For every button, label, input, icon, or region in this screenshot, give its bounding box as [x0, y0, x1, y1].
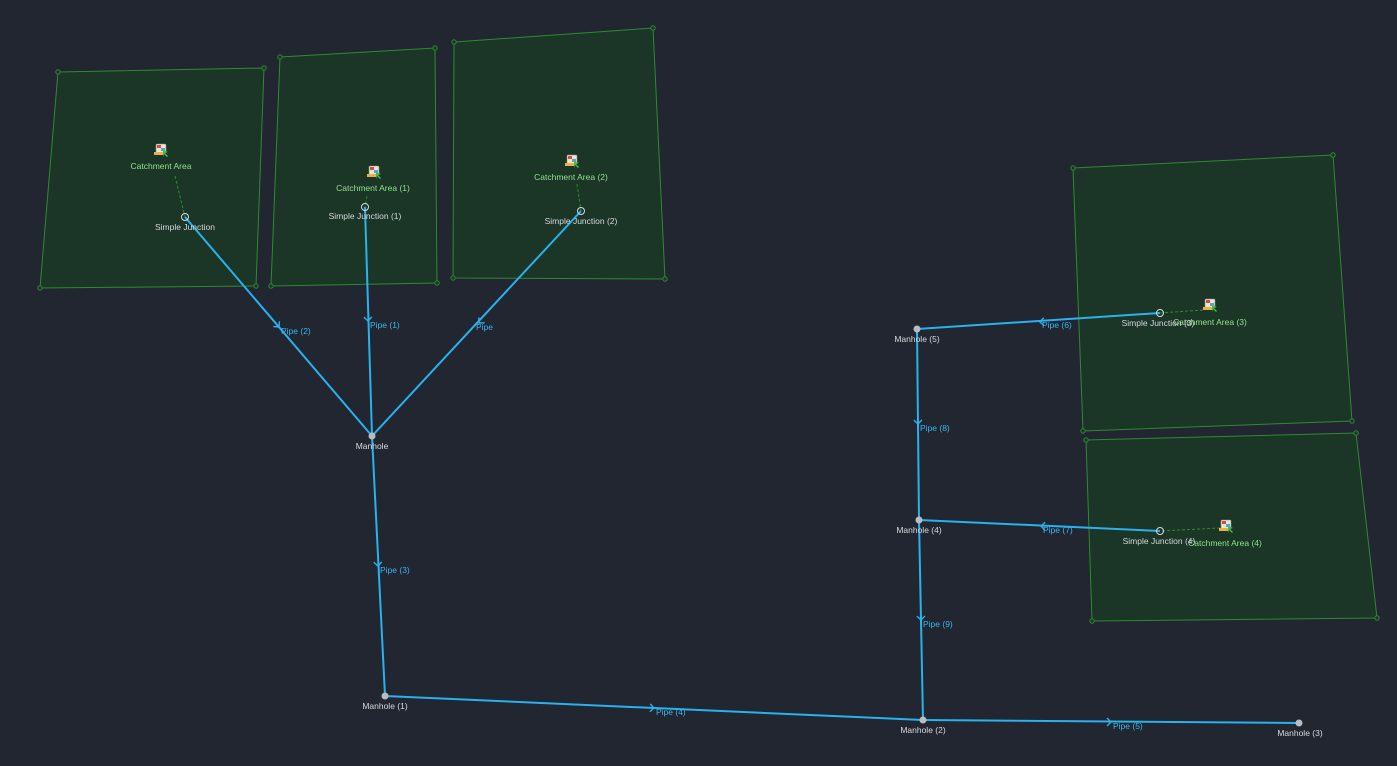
junction-node[interactable] [181, 213, 189, 221]
catchment-label: Catchment Area [131, 161, 192, 171]
vertex-handle[interactable] [1070, 165, 1076, 171]
pipe-labels: Pipe Pipe (1) Pipe (2) Pipe (3) Pipe (4)… [281, 320, 1143, 731]
vertex-handle[interactable] [432, 45, 438, 51]
catchment-label: Catchment Area (2) [534, 172, 608, 182]
manhole-node[interactable] [1295, 719, 1303, 727]
catchment-link [1159, 527, 1221, 532]
pipe-line[interactable] [364, 206, 373, 437]
catchment-label: Catchment Area (3) [1173, 317, 1247, 327]
manhole-node[interactable] [368, 432, 376, 440]
vertex-handle[interactable] [451, 39, 457, 45]
catchment-link [1159, 309, 1204, 314]
junction-label: Simple Junction [155, 222, 215, 232]
pipe-label[interactable]: Pipe [476, 322, 493, 332]
vertex-handle[interactable] [650, 25, 656, 31]
catchment-link [364, 195, 368, 208]
vertex-handle[interactable] [261, 65, 267, 71]
junction-label: Simple Junction (2) [545, 216, 618, 226]
manhole-node[interactable] [381, 692, 389, 700]
junction-labels: Simple Junction Simple Junction (1) Simp… [155, 211, 1196, 546]
junction-label: Simple Junction (1) [329, 211, 402, 221]
manhole-labels: Manhole Manhole (1) Manhole (2) Manhole … [356, 334, 1323, 738]
vertex-handle[interactable] [662, 276, 668, 282]
vertex-handle[interactable] [268, 283, 274, 289]
manhole-node[interactable] [919, 716, 927, 724]
pipe-line[interactable] [918, 519, 1161, 532]
junction-node[interactable] [1156, 527, 1164, 535]
pipe-label[interactable]: Pipe (8) [920, 423, 950, 433]
pipe-label[interactable]: Pipe (3) [380, 565, 410, 575]
catchment-links [174, 175, 1221, 532]
manhole-label: Manhole (2) [900, 725, 946, 735]
vertex-handle[interactable] [1083, 437, 1089, 443]
vertex-handle[interactable] [1089, 618, 1095, 624]
vertex-handle[interactable] [1330, 152, 1336, 158]
junction-node[interactable] [361, 203, 369, 211]
pipe-label[interactable]: Pipe (4) [656, 707, 686, 717]
flow-arrow-icon [649, 703, 655, 713]
manholes [368, 325, 1303, 727]
vertex-handle[interactable] [450, 275, 456, 281]
catchment-polygon[interactable] [452, 27, 666, 280]
junction-node[interactable] [1156, 309, 1164, 317]
catchment-polygon[interactable] [1085, 432, 1378, 622]
catchment-polygon[interactable] [39, 67, 265, 289]
vertex-handle[interactable] [1374, 615, 1380, 621]
flow-arrow-icon [1040, 521, 1046, 531]
catchment-label: Catchment Area (1) [336, 183, 410, 193]
vertex-handle[interactable] [1353, 430, 1359, 436]
vertex-handle[interactable] [1349, 418, 1355, 424]
manhole-node[interactable] [915, 516, 923, 524]
catchment-polygons [39, 27, 1378, 622]
pipe-label[interactable]: Pipe (5) [1113, 721, 1143, 731]
flow-arrow-icon [1106, 717, 1112, 727]
flow-arrow-icon [913, 419, 923, 425]
flow-arrow-icon [478, 317, 485, 324]
pipe-label[interactable]: Pipe (9) [923, 619, 953, 629]
vertex-handle[interactable] [1080, 428, 1086, 434]
catchment-link [174, 175, 186, 218]
pipe-label[interactable]: Pipe (7) [1043, 525, 1073, 535]
vertex-handle[interactable] [253, 283, 259, 289]
manhole-label: Manhole (5) [894, 334, 940, 344]
vertex-handle[interactable] [37, 285, 43, 291]
junction-label: Simple Junction (3) [1122, 318, 1195, 328]
pipe-label[interactable]: Pipe (2) [281, 326, 311, 336]
catchment-link [576, 183, 582, 212]
pipe-label[interactable]: Pipe (6) [1042, 320, 1072, 330]
manhole-label: Manhole [356, 441, 389, 451]
flow-arrow-icon [1039, 317, 1045, 327]
flow-arrow-icon [273, 321, 281, 328]
manhole-label: Manhole (4) [896, 525, 942, 535]
catchment-polygon[interactable] [1072, 154, 1353, 432]
flow-arrow-icon [363, 316, 373, 322]
catchment-vertices [37, 25, 1380, 624]
pipe-arrows [273, 316, 1112, 727]
manhole-label: Manhole (3) [1277, 728, 1323, 738]
catchment-labels: Catchment Area Catchment Area (1) Catchm… [131, 161, 1262, 548]
junctions [181, 203, 1164, 535]
flow-arrow-icon [373, 561, 383, 567]
junction-node[interactable] [577, 207, 585, 215]
flow-arrow-icon [916, 615, 926, 621]
pipe-line[interactable] [916, 312, 1161, 330]
junction-label: Simple Junction (4) [1123, 536, 1196, 546]
catchment-label: Catchment Area (4) [1188, 538, 1262, 548]
manhole-label: Manhole (1) [362, 701, 408, 711]
catchment-polygon[interactable] [270, 47, 438, 287]
vertex-handle[interactable] [434, 280, 440, 286]
vertex-handle[interactable] [277, 54, 283, 60]
manhole-node[interactable] [913, 325, 921, 333]
pipe-label[interactable]: Pipe (1) [370, 320, 400, 330]
vertex-handle[interactable] [55, 69, 61, 75]
pipe-line[interactable] [371, 210, 582, 437]
